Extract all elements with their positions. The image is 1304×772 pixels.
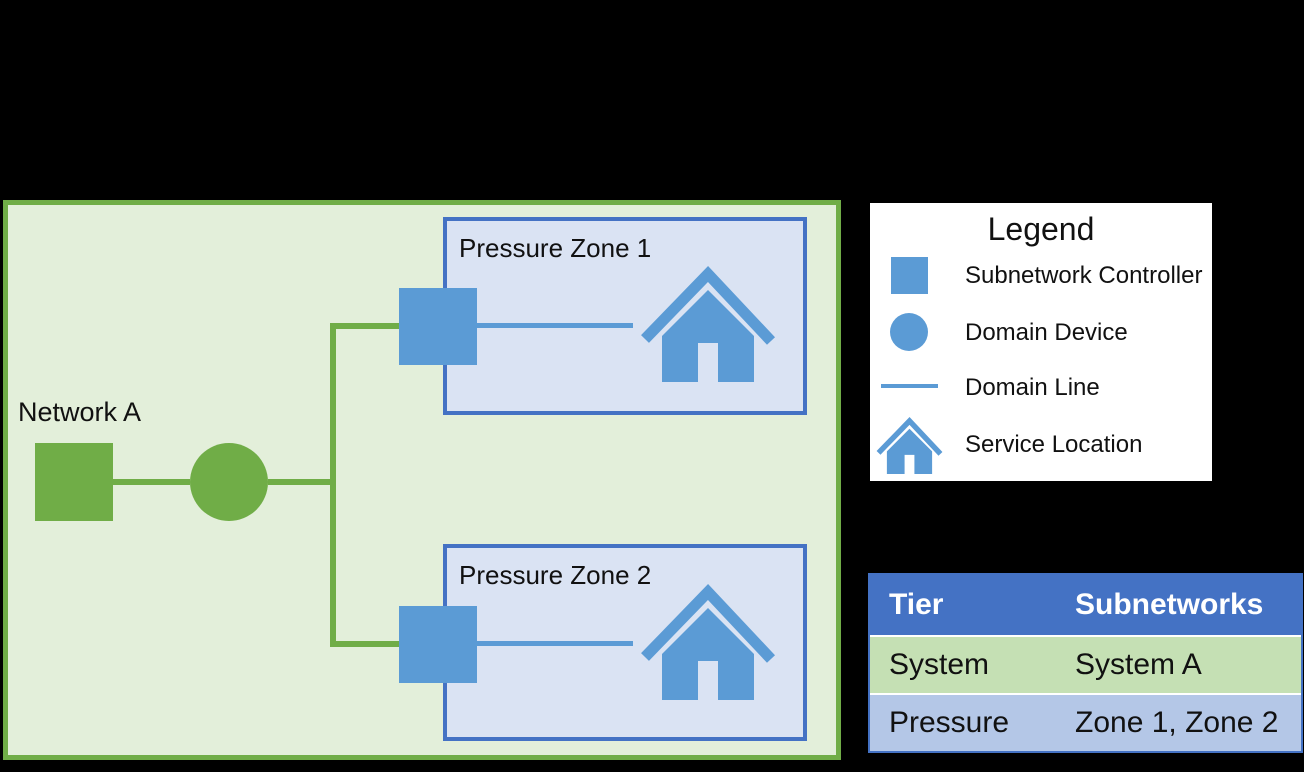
table-cell-subnetworks: System A: [1075, 648, 1202, 681]
table-header-subnetworks: Subnetworks: [1075, 588, 1264, 621]
network-line-branch-zone2: [330, 641, 399, 647]
table-header-tier: Tier: [889, 588, 944, 621]
table-cell-tier: System: [889, 648, 990, 681]
pressure-zone-2-label: Pressure Zone 2: [459, 560, 652, 590]
legend-item-label: Subnetwork Controller: [965, 262, 1203, 289]
table-header-row: Tier Subnetworks: [870, 575, 1301, 635]
table-cell-tier: Pressure: [889, 706, 1010, 739]
domain-device-circle-icon: [190, 443, 268, 521]
service-location-house-icon: [876, 417, 943, 475]
legend-item-label: Service Location: [965, 431, 1143, 458]
network-a-label: Network A: [18, 397, 142, 427]
legend-panel: Legend Subnetwork Controller Domain Devi…: [870, 203, 1212, 481]
tier-table: Tier Subnetworks System System A Pressur…: [868, 573, 1303, 753]
domain-device-circle-icon: [890, 313, 928, 351]
pressure-zone-1-label: Pressure Zone 1: [459, 233, 652, 263]
legend-item-label: Domain Line: [965, 374, 1100, 401]
network-line-branch-zone1: [330, 323, 399, 329]
domain-line-icon: [881, 384, 938, 388]
subnetwork-controller-square-icon: [399, 606, 477, 683]
legend-title: Legend: [987, 211, 1095, 247]
network-controller-square-icon: [35, 443, 113, 521]
service-location-house-icon: [641, 584, 776, 700]
domain-line: [477, 641, 633, 646]
table-cell-subnetworks: Zone 1, Zone 2: [1075, 706, 1279, 739]
table-row: System System A: [870, 635, 1301, 693]
network-line: [268, 479, 336, 485]
legend-item-label: Domain Device: [965, 319, 1128, 346]
subnetwork-controller-square-icon: [891, 257, 928, 294]
service-location-house-icon: [641, 266, 776, 382]
table-row: Pressure Zone 1, Zone 2: [870, 693, 1301, 751]
subnetwork-controller-square-icon: [399, 288, 477, 365]
network-line-vertical: [330, 323, 336, 647]
network-line: [113, 479, 190, 485]
domain-line: [477, 323, 633, 328]
